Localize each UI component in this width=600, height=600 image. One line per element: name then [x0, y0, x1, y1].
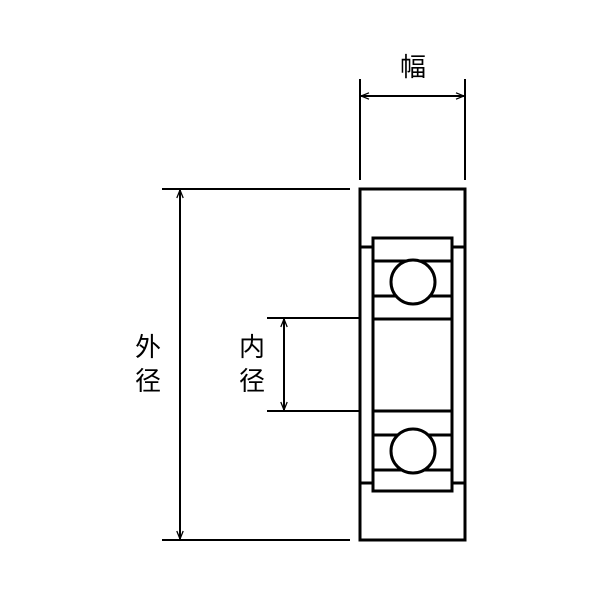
outer-diameter-dimension	[162, 188, 350, 541]
width-label: 幅	[399, 53, 426, 83]
width-dimension	[359, 79, 466, 180]
outer-ring	[358, 187, 467, 542]
inner-diameter-label-char-1: 内	[238, 333, 265, 363]
inner-ring	[371, 236, 454, 493]
lower-ball	[389, 427, 437, 475]
outer-diameter-label: 外 径	[133, 335, 163, 403]
upper-ball	[389, 258, 437, 306]
inner-diameter-label-char-2: 径	[238, 367, 265, 397]
outer-diameter-label-char-2: 径	[134, 367, 161, 397]
inner-diameter-label: 内 径	[237, 335, 267, 403]
inner-diameter-dimension	[267, 317, 360, 412]
outer-diameter-label-char-1: 外	[134, 333, 161, 363]
